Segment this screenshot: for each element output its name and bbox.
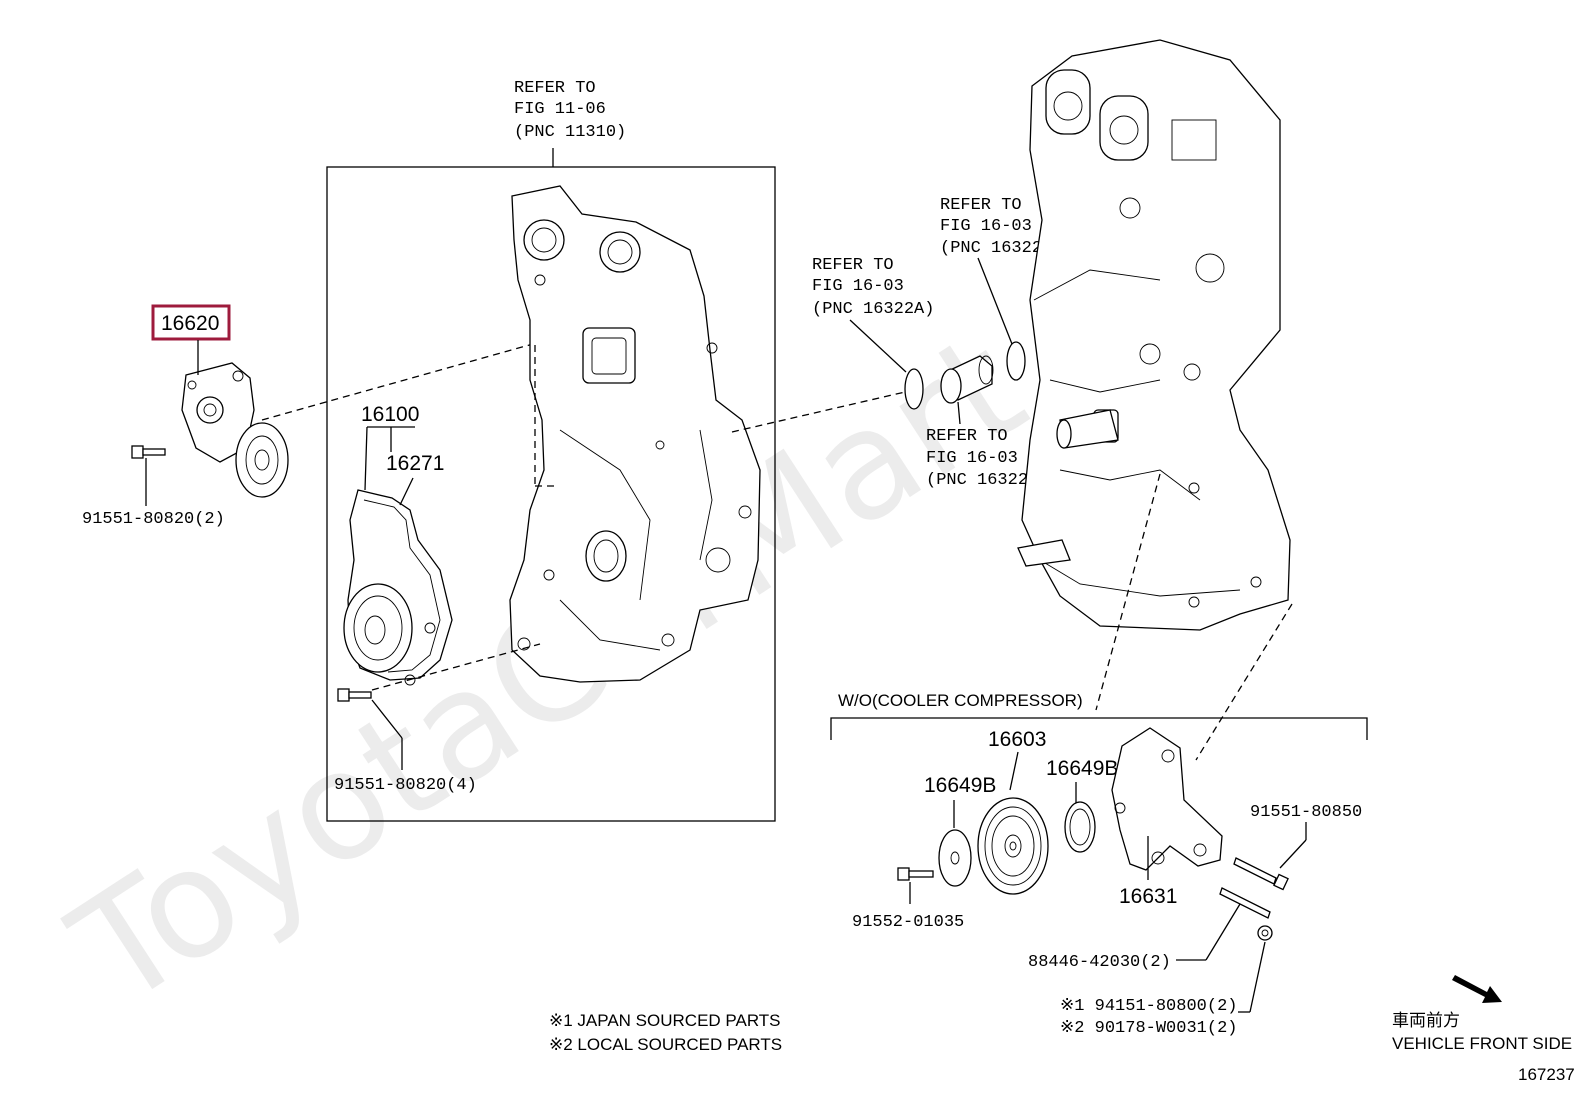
part-number-plate-right[interactable]: 16649B xyxy=(1046,757,1118,780)
timing-chain-cover-drawing[interactable] xyxy=(509,185,761,683)
cooler-group-bracket xyxy=(830,717,1368,740)
part-number-stud[interactable]: 88446-42030(2) xyxy=(1028,953,1171,972)
timing-cover-group-box xyxy=(326,166,776,822)
bolt-pump-drawing xyxy=(337,688,372,702)
part-number-gasket[interactable]: 16271 xyxy=(386,452,444,475)
part-number-bolt-tensioner[interactable]: 91551-80820(2) xyxy=(82,510,225,529)
ref-outlet-line2[interactable]: FIG 16-03 xyxy=(926,449,1018,468)
ref-cover-line2[interactable]: FIG 11-06 xyxy=(514,100,606,119)
ref-oring-mid-line3[interactable]: (PNC 16322A) xyxy=(812,300,934,319)
ref-cover-line1: REFER TO xyxy=(514,79,596,98)
ref-outlet-line1: REFER TO xyxy=(926,427,1008,446)
vehicle-front-arrow-icon xyxy=(1452,975,1502,1003)
ref-oring-mid-line1: REFER TO xyxy=(812,256,894,275)
o-ring-right-drawing[interactable] xyxy=(1006,341,1026,381)
bolt-tensioner-drawing xyxy=(131,445,166,459)
ref-oring-mid-line2[interactable]: FIG 16-03 xyxy=(812,277,904,296)
part-number-bolt-pump[interactable]: 91551-80820(4) xyxy=(334,776,477,795)
ref-oring-top-line3[interactable]: (PNC 16322A) xyxy=(940,239,1062,258)
direction-jp: 車両前方 xyxy=(1392,1011,1460,1030)
part-number-nut1[interactable]: ※1 94151-80800(2) xyxy=(1060,997,1237,1016)
figure-id: 167237 xyxy=(1518,1065,1575,1084)
bolt-bracket-drawing xyxy=(1233,857,1289,891)
bracket-drawing[interactable] xyxy=(1111,727,1223,871)
part-number-bolt-idler[interactable]: 91552-01035 xyxy=(852,913,964,932)
selected-part-highlight xyxy=(151,304,231,341)
direction-en: VEHICLE FRONT SIDE xyxy=(1392,1034,1572,1053)
bolt-idler-drawing xyxy=(897,867,934,881)
part-number-idler-pulley[interactable]: 16603 xyxy=(988,728,1046,751)
part-number-bracket[interactable]: 16631 xyxy=(1119,885,1177,908)
ref-outlet-line3[interactable]: (PNC 16322) xyxy=(926,471,1038,490)
part-number-nut2[interactable]: ※2 90178-W0031(2) xyxy=(1060,1019,1237,1038)
water-pump-drawing[interactable] xyxy=(343,489,453,686)
part-number-plate-left[interactable]: 16649B xyxy=(924,774,996,797)
group-label: W/O(COOLER COMPRESSOR) xyxy=(838,691,1083,710)
water-outlet-drawing[interactable] xyxy=(940,355,994,404)
ref-oring-top-line2[interactable]: FIG 16-03 xyxy=(940,217,1032,236)
tensioner-assembly-drawing[interactable] xyxy=(181,362,289,498)
nut-drawing xyxy=(1257,925,1273,941)
plate-right-drawing[interactable] xyxy=(1064,801,1096,853)
note-local-sourced: ※2 LOCAL SOURCED PARTS xyxy=(549,1035,782,1054)
part-number-pump-group[interactable]: 16100 xyxy=(361,403,419,426)
plate-left-drawing[interactable] xyxy=(938,829,972,887)
part-number-tensioner[interactable]: 16620 xyxy=(161,312,219,335)
o-ring-left-drawing[interactable] xyxy=(904,368,924,410)
stud-drawing xyxy=(1219,887,1271,919)
part-number-bolt-bracket[interactable]: 91551-80850 xyxy=(1250,803,1362,822)
engine-block-drawing xyxy=(1017,39,1291,631)
ref-oring-top-line1: REFER TO xyxy=(940,196,1022,215)
idler-pulley-drawing[interactable] xyxy=(977,797,1049,895)
ref-cover-line3[interactable]: (PNC 11310) xyxy=(514,123,626,142)
note-japan-sourced: ※1 JAPAN SOURCED PARTS xyxy=(549,1011,781,1030)
